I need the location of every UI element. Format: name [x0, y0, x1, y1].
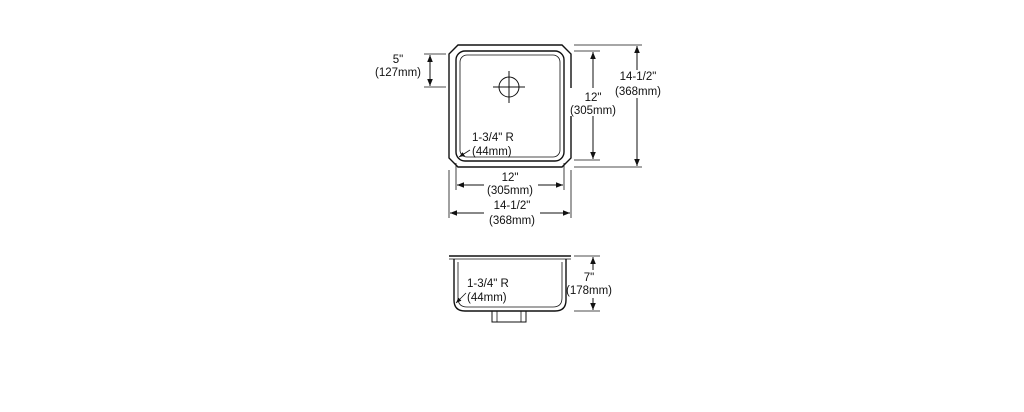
bowl-length-metric: (305mm)	[570, 105, 616, 117]
overall-width-imperial: 14-1/2"	[494, 200, 531, 212]
bowl-length-dimension: 12" (305mm)	[570, 50, 616, 161]
drain-offset-dimension: 5" (127mm)	[375, 53, 446, 88]
bowl-width-metric: (305mm)	[487, 185, 533, 197]
depth-imperial: 7"	[584, 272, 594, 284]
top-corner-radius-imperial: 1-3/4" R	[472, 132, 514, 144]
side-corner-radius-imperial: 1-3/4" R	[467, 278, 509, 290]
drain-offset-metric: (127mm)	[375, 67, 421, 79]
sink-bowl	[455, 50, 565, 162]
drain-offset-imperial: 5"	[393, 54, 403, 66]
drain-icon	[493, 71, 525, 103]
side-corner-radius-metric: (44mm)	[467, 292, 507, 304]
bowl-width-imperial: 12"	[502, 172, 519, 184]
depth-dimension: 7" (178mm)	[566, 255, 612, 312]
top-corner-radius-callout: 1-3/4" R (44mm)	[458, 132, 514, 158]
overall-width-metric: (368mm)	[489, 215, 535, 227]
overall-length-dimension: 14-1/2" (368mm)	[574, 44, 662, 168]
overall-length-imperial: 14-1/2"	[620, 71, 657, 83]
side-drain-outlet	[491, 310, 527, 323]
depth-metric: (178mm)	[566, 285, 612, 297]
side-view: 1-3/4" R (44mm) 7" (178mm)	[449, 255, 612, 323]
bowl-length-imperial: 12"	[585, 92, 602, 104]
overall-width-dimension: 14-1/2" (368mm)	[448, 170, 572, 227]
top-view: 5" (127mm) 12" (305mm) 14-1/2" (368mm) 1…	[375, 44, 662, 227]
overall-length-metric: (368mm)	[615, 86, 661, 98]
sink-outer-rim	[448, 44, 572, 168]
top-corner-radius-metric: (44mm)	[472, 146, 512, 158]
side-corner-radius-callout: 1-3/4" R (44mm)	[455, 278, 509, 304]
sink-bowl-inner-line	[459, 54, 561, 158]
bowl-width-dimension: 12" (305mm)	[455, 163, 565, 197]
